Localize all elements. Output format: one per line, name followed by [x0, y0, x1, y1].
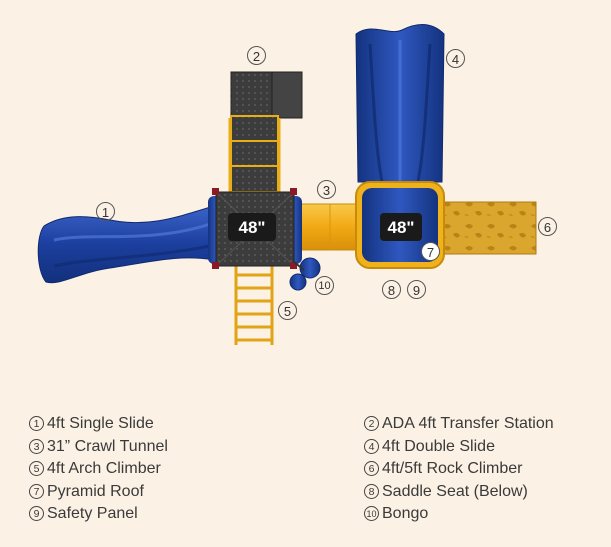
callout-7: 7	[421, 242, 440, 261]
legend-number: 6	[364, 461, 379, 476]
playground-diagram: 48" 48"	[37, 24, 537, 345]
legend-label: 4ft Single Slide	[47, 415, 154, 432]
legend-label: 31” Crawl Tunnel	[47, 437, 168, 455]
callout-4: 4	[446, 49, 465, 68]
legend-label: Saddle Seat (Below)	[382, 482, 528, 500]
deck-size-label-right: 48"	[388, 218, 415, 237]
arch-climber	[234, 262, 274, 345]
callout-6: 6	[538, 217, 557, 236]
legend-label: Bongo	[382, 505, 429, 522]
callout-2: 2	[247, 46, 266, 65]
legend-number: 7	[29, 483, 44, 499]
rock-climber	[439, 201, 537, 255]
legend-number: 9	[29, 506, 44, 521]
callout-5: 5	[278, 301, 297, 320]
callout-9: 9	[407, 280, 426, 299]
callout-10: 10	[315, 276, 334, 295]
double-slide	[355, 24, 445, 183]
legend-number: 10	[364, 506, 379, 521]
legend-label: 4ft/5ft Rock Climber	[382, 460, 523, 477]
deck-size-label-left: 48"	[239, 218, 266, 237]
legend-number: 5	[29, 461, 44, 476]
legend-number: 1	[29, 416, 44, 431]
callout-8: 8	[382, 280, 401, 299]
single-slide	[37, 205, 215, 284]
legend-label: Pyramid Roof	[47, 482, 144, 500]
legend-number: 8	[364, 483, 379, 499]
legend-number: 4	[364, 438, 379, 454]
legend-label: 4ft Double Slide	[382, 437, 495, 455]
legend-number: 2	[364, 416, 379, 431]
callout-1: 1	[96, 202, 115, 221]
legend-label: Safety Panel	[47, 505, 138, 522]
transfer-station	[228, 71, 303, 194]
legend-label: ADA 4ft Transfer Station	[382, 415, 554, 432]
legend-number: 3	[29, 438, 44, 454]
legend-label: 4ft Arch Climber	[47, 460, 161, 477]
deck-left: 48"	[208, 188, 302, 269]
callout-3: 3	[317, 180, 336, 199]
bongo	[289, 257, 321, 291]
